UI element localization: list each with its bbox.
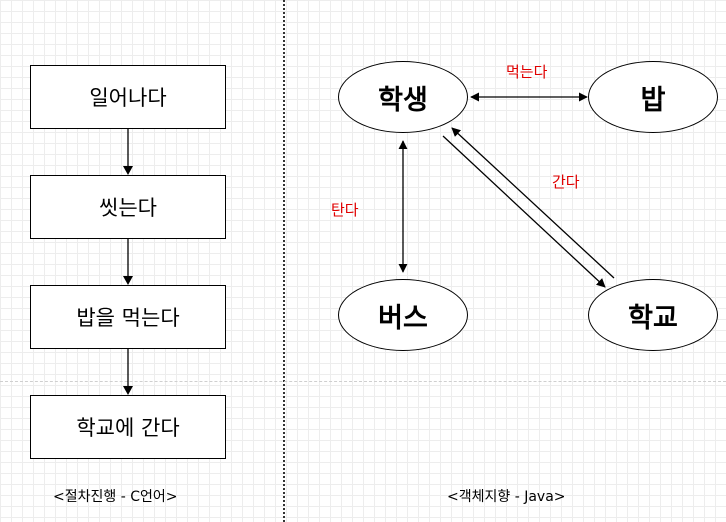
flow-arrow-2 [123,239,133,285]
step-label: 일어나다 [89,86,167,110]
grid-divider-horizontal [0,381,726,382]
step-box-go-school: 학교에 간다 [30,395,226,459]
step-label: 학교에 간다 [76,416,180,440]
node-label: 밥 [640,84,666,116]
object-oriented-caption: <객체지향 - Java> [447,489,566,505]
step-box-wake-up: 일어나다 [30,65,226,129]
flow-arrow-3 [123,349,133,395]
edge-label-eat: 먹는다 [506,63,548,81]
node-student: 학생 [338,61,468,133]
step-box-wash: 씻는다 [30,175,226,239]
node-label: 버스 [378,302,428,334]
step-label: 씻는다 [99,196,157,220]
procedural-caption: <절차진행 - C언어> [53,489,178,505]
section-divider-vertical [283,0,285,522]
node-label: 학생 [378,84,428,116]
node-meal: 밥 [588,61,718,133]
edge-label-go: 간다 [552,173,580,191]
edge-student-school-inner [442,135,606,288]
step-box-eat: 밥을 먹는다 [30,285,226,349]
node-bus: 버스 [338,279,468,351]
flow-arrow-1 [123,129,133,175]
node-school: 학교 [588,279,718,351]
step-label: 밥을 먹는다 [76,306,180,330]
edge-label-ride: 탄다 [331,201,359,219]
node-label: 학교 [628,302,678,334]
edge-student-school-outer [451,127,615,279]
